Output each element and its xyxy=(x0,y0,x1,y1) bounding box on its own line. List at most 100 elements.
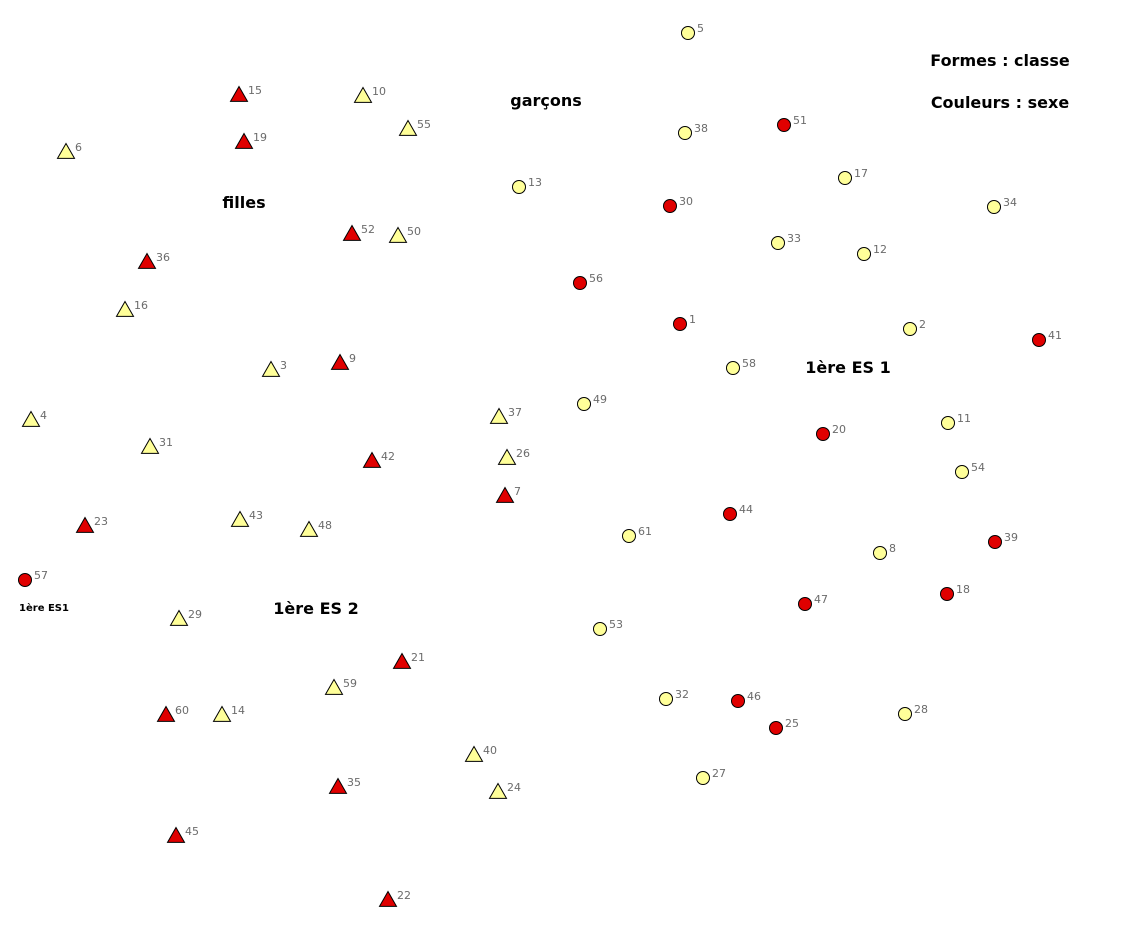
point-28-circle xyxy=(898,707,912,721)
point-13-circle xyxy=(512,180,526,194)
point-label-42: 42 xyxy=(381,450,395,463)
point-55-triangle xyxy=(398,119,418,136)
annotation-4: 1ère ES 1 xyxy=(805,358,890,377)
point-40-triangle xyxy=(464,745,484,762)
point-4-triangle xyxy=(21,410,41,427)
point-18-circle xyxy=(940,587,954,601)
point-41-circle xyxy=(1032,333,1046,347)
point-label-37: 37 xyxy=(508,406,522,419)
point-label-29: 29 xyxy=(188,608,202,621)
point-45-triangle xyxy=(166,826,186,843)
point-58-circle xyxy=(726,361,740,375)
point-31-triangle xyxy=(140,437,160,454)
point-52-triangle xyxy=(342,224,362,241)
annotation-5: 1ère ES 2 xyxy=(273,599,358,618)
point-32-circle xyxy=(659,692,673,706)
point-label-31: 31 xyxy=(159,436,173,449)
point-42-triangle xyxy=(362,451,382,468)
point-46-circle xyxy=(731,694,745,708)
point-label-5: 5 xyxy=(697,22,704,35)
point-label-56: 56 xyxy=(589,272,603,285)
point-layer xyxy=(18,26,1046,907)
point-label-36: 36 xyxy=(156,251,170,264)
point-label-20: 20 xyxy=(832,423,846,436)
point-10-triangle xyxy=(353,86,373,103)
point-label-23: 23 xyxy=(94,515,108,528)
point-24-triangle xyxy=(488,782,508,799)
point-label-24: 24 xyxy=(507,781,521,794)
point-label-21: 21 xyxy=(411,651,425,664)
point-30-circle xyxy=(663,199,677,213)
point-9-triangle xyxy=(330,353,350,370)
annotation-6: 1ère ES1 xyxy=(19,602,69,614)
point-label-6: 6 xyxy=(75,141,82,154)
point-label-25: 25 xyxy=(785,717,799,730)
point-label-51: 51 xyxy=(793,114,807,127)
point-label-43: 43 xyxy=(249,509,263,522)
point-20-circle xyxy=(816,427,830,441)
point-15-triangle xyxy=(229,85,249,102)
point-60-triangle xyxy=(156,705,176,722)
point-label-32: 32 xyxy=(675,688,689,701)
point-21-triangle xyxy=(392,652,412,669)
point-label-35: 35 xyxy=(347,776,361,789)
point-label-60: 60 xyxy=(175,704,189,717)
point-label-7: 7 xyxy=(514,485,521,498)
point-2-circle xyxy=(903,322,917,336)
annotation-3: filles xyxy=(222,193,265,212)
point-label-58: 58 xyxy=(742,357,756,370)
point-label-39: 39 xyxy=(1004,531,1018,544)
annotation-1: Couleurs : sexe xyxy=(931,93,1070,112)
point-34-circle xyxy=(987,200,1001,214)
point-label-40: 40 xyxy=(483,744,497,757)
annotation-2: garçons xyxy=(510,91,582,110)
point-29-triangle xyxy=(169,609,189,626)
point-43-triangle xyxy=(230,510,250,527)
point-35-triangle xyxy=(328,777,348,794)
point-label-46: 46 xyxy=(747,690,761,703)
point-7-triangle xyxy=(495,486,515,503)
point-label-41: 41 xyxy=(1048,329,1062,342)
point-label-4: 4 xyxy=(40,409,47,422)
point-11-circle xyxy=(941,416,955,430)
point-label-59: 59 xyxy=(343,677,357,690)
point-label-49: 49 xyxy=(593,393,607,406)
point-50-triangle xyxy=(388,226,408,243)
point-3-triangle xyxy=(261,360,281,377)
point-12-circle xyxy=(857,247,871,261)
point-27-circle xyxy=(696,771,710,785)
point-label-15: 15 xyxy=(248,84,262,97)
point-label-57: 57 xyxy=(34,569,48,582)
point-22-triangle xyxy=(378,890,398,907)
point-36-triangle xyxy=(137,252,157,269)
point-38-circle xyxy=(678,126,692,140)
point-37-triangle xyxy=(489,407,509,424)
point-16-triangle xyxy=(115,300,135,317)
point-17-circle xyxy=(838,171,852,185)
point-label-38: 38 xyxy=(694,122,708,135)
point-51-circle xyxy=(777,118,791,132)
point-33-circle xyxy=(771,236,785,250)
point-61-circle xyxy=(622,529,636,543)
point-label-47: 47 xyxy=(814,593,828,606)
point-19-triangle xyxy=(234,132,254,149)
point-label-8: 8 xyxy=(889,542,896,555)
point-label-48: 48 xyxy=(318,519,332,532)
point-48-triangle xyxy=(299,520,319,537)
point-44-circle xyxy=(723,507,737,521)
point-47-circle xyxy=(798,597,812,611)
point-label-45: 45 xyxy=(185,825,199,838)
point-5-circle xyxy=(681,26,695,40)
point-label-61: 61 xyxy=(638,525,652,538)
point-56-circle xyxy=(573,276,587,290)
point-label-12: 12 xyxy=(873,243,887,256)
point-label-33: 33 xyxy=(787,232,801,245)
point-label-55: 55 xyxy=(417,118,431,131)
point-label-19: 19 xyxy=(253,131,267,144)
point-26-triangle xyxy=(497,448,517,465)
point-label-50: 50 xyxy=(407,225,421,238)
point-label-1: 1 xyxy=(689,313,696,326)
point-label-26: 26 xyxy=(516,447,530,460)
point-1-circle xyxy=(673,317,687,331)
